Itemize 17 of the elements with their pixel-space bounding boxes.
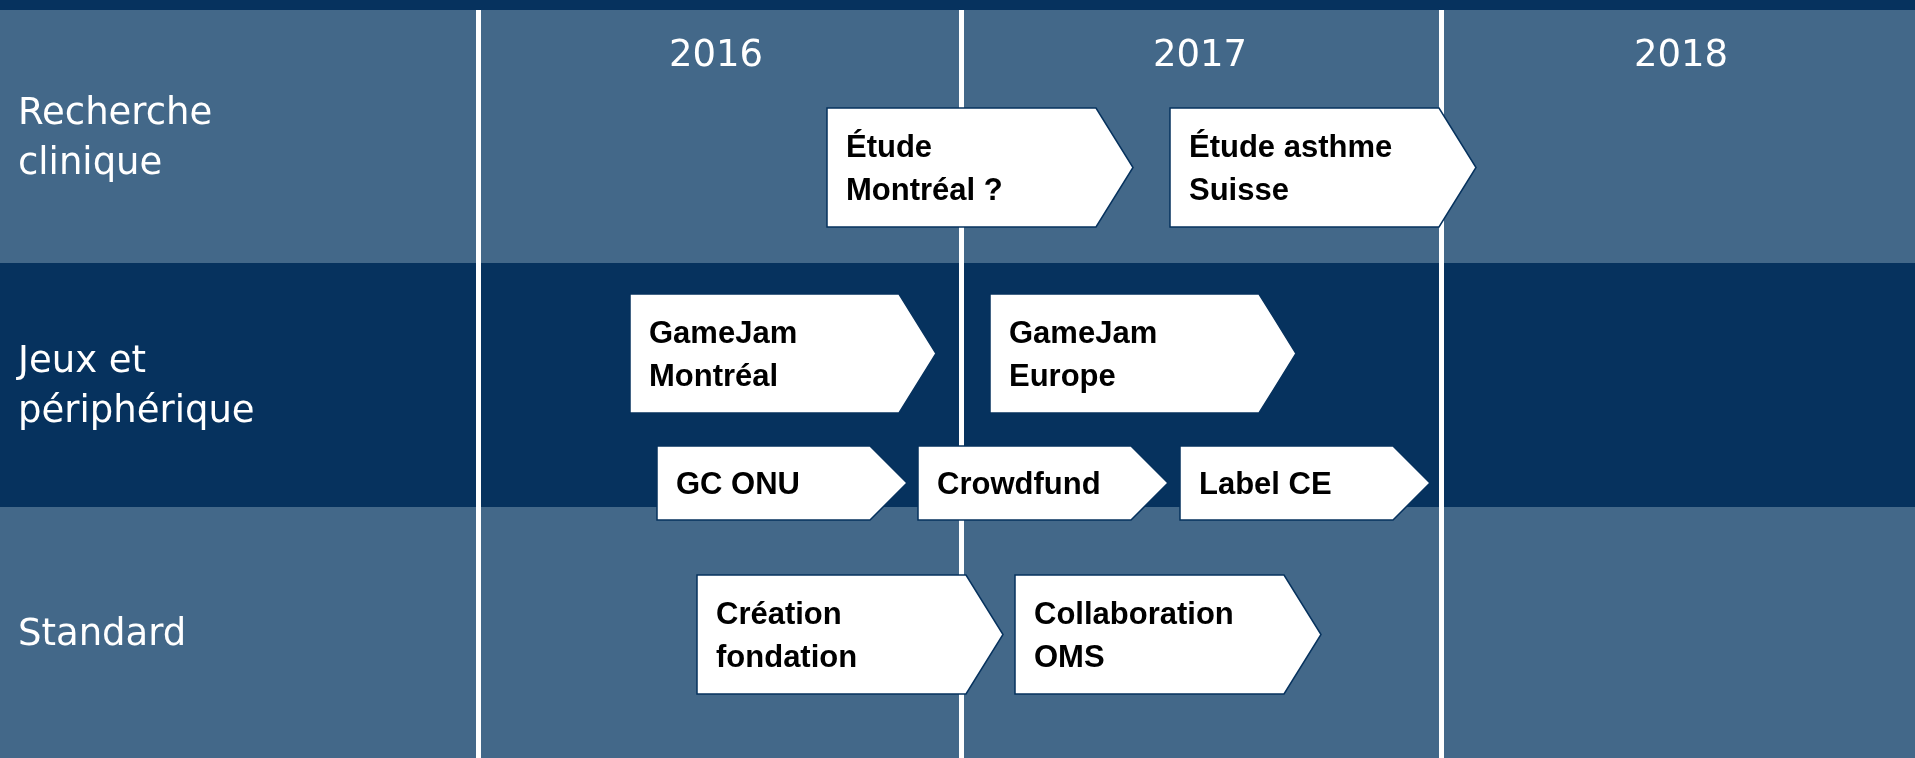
milestone-tag: GameJam Europe bbox=[989, 293, 1297, 414]
milestone-tag: Collaboration OMS bbox=[1014, 574, 1322, 695]
lane-label: Standard bbox=[18, 609, 188, 656]
milestone-tag: Crowdfund bbox=[917, 445, 1169, 521]
year-label: 2016 bbox=[668, 32, 764, 75]
year-label: 2017 bbox=[1152, 32, 1248, 75]
milestone-tag: Création fondation bbox=[696, 574, 1004, 695]
lane-band bbox=[0, 10, 1915, 263]
lane-label: Jeux et périphérique bbox=[18, 337, 256, 433]
milestone-tag: GameJam Montréal bbox=[629, 293, 937, 414]
milestone-tag: Étude Montréal ? bbox=[826, 107, 1134, 228]
milestone-tag: GC ONU bbox=[656, 445, 908, 521]
year-label: 2018 bbox=[1633, 32, 1729, 75]
lane-label: Recherche clinique bbox=[18, 88, 214, 185]
lane-band bbox=[0, 507, 1915, 758]
milestone-tag: Étude asthme Suisse bbox=[1169, 107, 1477, 228]
milestone-tag: Label CE bbox=[1179, 445, 1431, 521]
